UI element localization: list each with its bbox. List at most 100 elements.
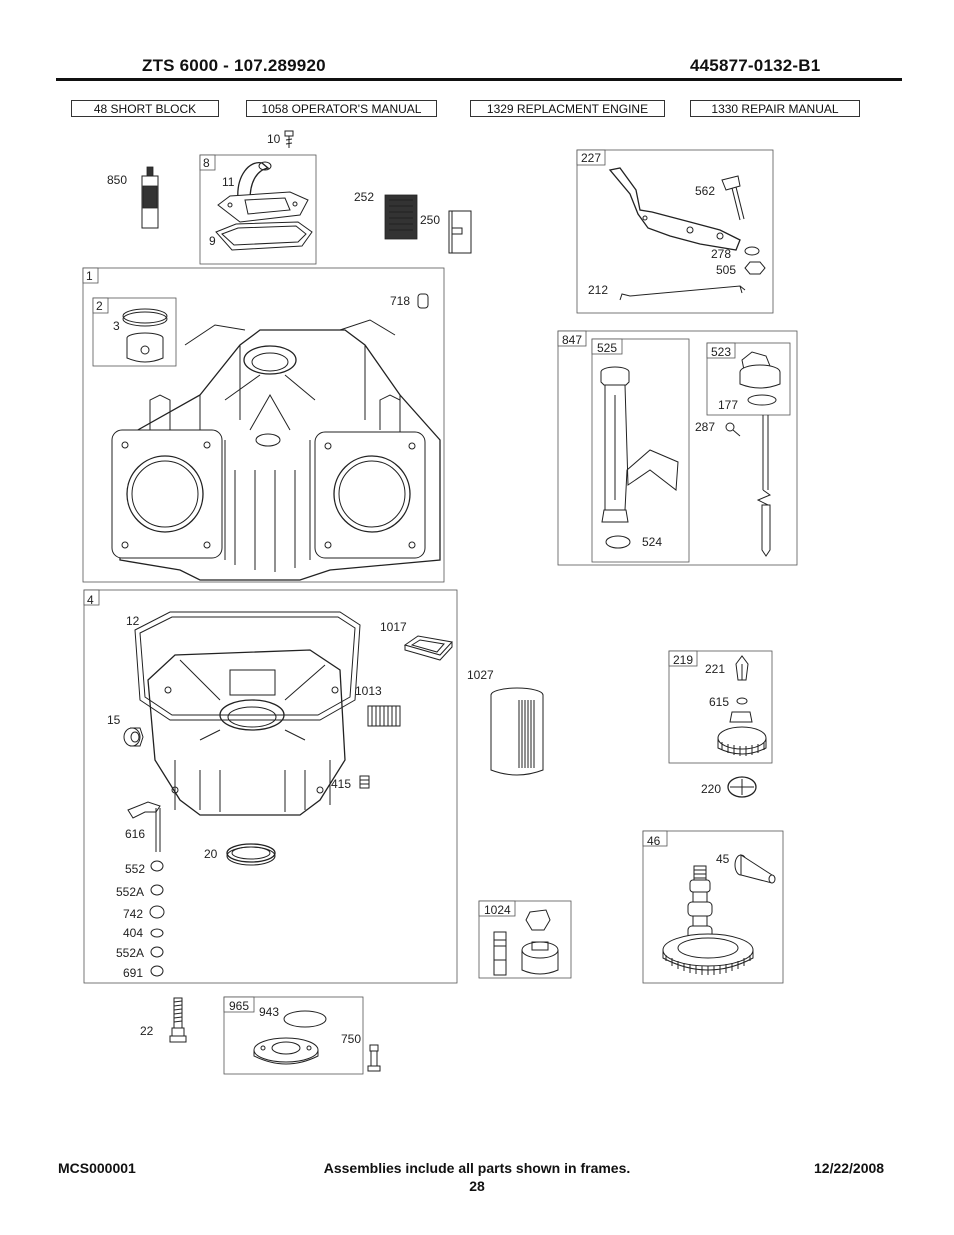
part-label-20: 20 <box>204 847 218 861</box>
oring-524-drawing <box>605 535 631 549</box>
part-label-404: 404 <box>123 926 143 940</box>
bolt-562-drawing <box>721 175 745 221</box>
filter-252-drawing <box>384 194 418 240</box>
part-label-287: 287 <box>695 420 715 434</box>
governor-lever-drawing <box>608 167 741 251</box>
part-label-45: 45 <box>716 852 730 866</box>
page-number: 28 <box>469 1178 485 1194</box>
link-rod-212-drawing <box>619 285 746 301</box>
part-label-221: 221 <box>705 662 725 676</box>
frame-1024 <box>478 900 572 979</box>
washer-615-drawing <box>736 697 748 705</box>
part-label-552: 552 <box>125 862 145 876</box>
part-label-1017: 1017 <box>380 620 407 634</box>
part-label-177: 177 <box>718 398 738 412</box>
frame-label-1024: 1024 <box>484 903 511 917</box>
oil-filter-drawing <box>490 687 544 776</box>
screw-10-drawing <box>284 130 294 148</box>
washer-220-drawing <box>727 776 757 798</box>
dowel-718-drawing <box>417 293 429 309</box>
model-title: ZTS 6000 - 107.289920 <box>142 56 326 75</box>
clip-742-drawing <box>149 905 165 919</box>
ref-repair-manual: 1330 REPAIR MANUAL <box>690 100 860 117</box>
seal-15-drawing <box>123 727 144 747</box>
part-label-1013: 1013 <box>355 684 382 698</box>
frame-1 <box>82 267 445 583</box>
frame-label-1: 1 <box>86 269 93 283</box>
sealant-tube-drawing <box>141 166 159 229</box>
part-label-15: 15 <box>107 713 121 727</box>
bolt-22-drawing <box>169 997 187 1043</box>
frame-847 <box>557 330 798 566</box>
breather-tube-drawing <box>215 161 313 251</box>
part-label-718: 718 <box>390 294 410 308</box>
dipstick-rod-drawing <box>756 415 772 557</box>
oil-pump-drawing <box>253 1037 319 1065</box>
dipstick-cap-drawing <box>739 351 781 389</box>
part-label-562: 562 <box>695 184 715 198</box>
part-label-943: 943 <box>259 1005 279 1019</box>
part-label-11: 11 <box>222 175 235 189</box>
part-label-10: 10 <box>267 132 281 146</box>
governor-shaft-drawing <box>127 801 161 852</box>
ref-short-block: 48 SHORT BLOCK <box>71 100 219 117</box>
gasket-943-drawing <box>283 1010 327 1028</box>
screw-750-drawing <box>367 1044 381 1072</box>
part-label-850: 850 <box>107 173 127 187</box>
part-label-22: 22 <box>140 1024 154 1038</box>
oil-seal-20-drawing <box>226 843 276 866</box>
dipstick-tube-drawing <box>600 366 679 523</box>
frame-label-2: 2 <box>96 299 103 313</box>
plug-415-drawing <box>359 775 370 789</box>
frame-label-219: 219 <box>673 653 693 667</box>
frame-label-4: 4 <box>87 593 94 607</box>
coupling-drawing <box>493 909 559 976</box>
part-label-250: 250 <box>420 213 440 227</box>
frame-label-46: 46 <box>647 834 661 848</box>
part-label-12: 12 <box>126 614 140 628</box>
screen-1013-drawing <box>367 705 401 727</box>
nut-505-drawing <box>744 261 766 275</box>
bracket-250-drawing <box>448 210 472 254</box>
sump-drawing <box>147 649 346 816</box>
frame-227 <box>576 149 774 314</box>
part-label-278: 278 <box>711 247 731 261</box>
part-label-616: 616 <box>125 827 145 841</box>
part-label-615: 615 <box>709 695 729 709</box>
part-label-691: 691 <box>123 966 143 980</box>
part-label-524: 524 <box>642 535 662 549</box>
washer-552A-drawing <box>150 884 164 896</box>
cover-1017-drawing <box>403 635 453 661</box>
frame-525 <box>591 338 690 563</box>
camshaft-drawing <box>662 865 754 975</box>
tappet-45-drawing <box>734 854 776 884</box>
frame-label-847: 847 <box>562 333 582 347</box>
frame-label-8: 8 <box>203 156 210 170</box>
gasket-12-drawing <box>134 611 361 721</box>
ref-replacement-engine: 1329 REPLACMENT ENGINE <box>470 100 665 117</box>
washer-552A-second-drawing <box>150 946 164 958</box>
part-label-742: 742 <box>123 907 143 921</box>
part-label-415: 415 <box>331 777 351 791</box>
screw-287-drawing <box>725 422 741 437</box>
washer-552-drawing <box>150 860 164 872</box>
part-label-3: 3 <box>113 319 120 333</box>
frame-46 <box>642 830 784 984</box>
frame-965 <box>223 996 364 1075</box>
frame-523 <box>706 342 791 416</box>
footer-note: Assemblies include all parts shown in fr… <box>323 1160 631 1176</box>
frame-4 <box>83 589 458 984</box>
seal-177-drawing <box>747 394 777 406</box>
part-label-505: 505 <box>716 263 736 277</box>
part-label-750: 750 <box>341 1032 361 1046</box>
frame-2 <box>92 297 177 367</box>
cylinder-block-drawing <box>111 319 441 581</box>
part-label-552A-second: 552A <box>116 946 144 960</box>
frame-8 <box>199 154 317 265</box>
washer-278-drawing <box>744 246 760 256</box>
doc-number: 445877-0132-B1 <box>690 56 821 75</box>
washer-404-drawing <box>150 928 164 938</box>
part-label-252: 252 <box>354 190 374 204</box>
frame-219 <box>668 650 773 764</box>
